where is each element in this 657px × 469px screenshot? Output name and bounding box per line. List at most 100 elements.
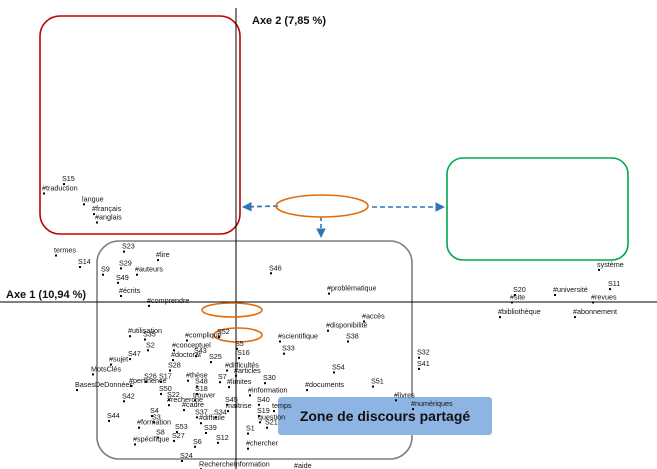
point-pertinence: #pertinence bbox=[129, 376, 167, 388]
point-label: S45 bbox=[225, 395, 238, 404]
point-s14: S14 bbox=[78, 257, 91, 268]
point-marker bbox=[196, 385, 198, 388]
point-complique: #compliqué bbox=[185, 331, 222, 342]
point-marker bbox=[574, 316, 576, 319]
point-label: S24 bbox=[180, 451, 193, 460]
point-s45: S45 bbox=[225, 395, 238, 406]
point-s2: S2 bbox=[146, 340, 155, 352]
point-acces: #accès bbox=[362, 312, 385, 323]
point-label: #spécifique bbox=[133, 434, 169, 443]
point-marker bbox=[123, 400, 125, 403]
point-label: #écrits bbox=[119, 286, 141, 295]
point-s18: S18 bbox=[195, 384, 208, 395]
point-marker bbox=[418, 356, 420, 359]
point-ecrits: #écrits bbox=[119, 286, 141, 297]
point-s16: S16 bbox=[237, 348, 250, 360]
point-s35: S35 bbox=[143, 330, 156, 341]
point-marker bbox=[83, 203, 85, 206]
point-s44: S44 bbox=[107, 411, 120, 422]
point-marker bbox=[176, 431, 178, 434]
point-label: S29 bbox=[119, 258, 132, 267]
point-marker bbox=[43, 192, 45, 195]
point-s33: S33 bbox=[282, 344, 295, 355]
point-s22: S22 bbox=[167, 390, 180, 401]
point-label: #livres bbox=[394, 390, 415, 399]
point-s34: S34 bbox=[214, 407, 227, 419]
point-marker bbox=[499, 316, 501, 319]
point-label: #numériques bbox=[411, 399, 453, 408]
point-marker bbox=[219, 381, 221, 384]
point-motscles: MotsClés bbox=[91, 364, 121, 376]
point-sujet: #sujet bbox=[109, 355, 128, 366]
point-label: S40 bbox=[257, 395, 270, 404]
point-s42: S42 bbox=[122, 391, 135, 403]
point-marker bbox=[195, 355, 197, 358]
point-label: termes bbox=[54, 246, 76, 255]
point-utilisation: #utilisation bbox=[128, 326, 162, 338]
point-marker bbox=[92, 373, 94, 376]
point-specifique: #spécifique bbox=[133, 434, 169, 446]
point-marker bbox=[283, 352, 285, 355]
point-label: #problématique bbox=[327, 284, 377, 293]
left-arrow bbox=[242, 201, 279, 212]
point-label: #utilisation bbox=[128, 326, 162, 335]
point-s1: S1 bbox=[246, 424, 255, 435]
point-label: S46 bbox=[269, 263, 282, 272]
point-langue: langue bbox=[82, 194, 104, 206]
point-marker bbox=[129, 358, 131, 361]
point-aide: #aide bbox=[294, 461, 312, 469]
point-label: S52 bbox=[217, 327, 230, 336]
point-marker bbox=[328, 292, 330, 295]
point-marker bbox=[592, 301, 594, 304]
point-label: S48 bbox=[195, 377, 208, 386]
y-axis-title: Axe 2 (7,85 %) bbox=[252, 15, 326, 27]
point-marker bbox=[258, 403, 260, 406]
point-marker bbox=[327, 329, 329, 332]
point-label: #français bbox=[92, 204, 122, 213]
point-marker bbox=[395, 399, 397, 402]
point-s40: S40 bbox=[257, 395, 270, 406]
point-marker bbox=[138, 426, 140, 429]
point-revues: #revues bbox=[591, 292, 617, 304]
point-francais: #français bbox=[92, 204, 122, 216]
point-marker bbox=[145, 380, 147, 383]
point-label: S38 bbox=[346, 332, 359, 341]
point-marker bbox=[247, 447, 249, 450]
point-label: trouver bbox=[193, 390, 216, 399]
point-limites: #limites bbox=[227, 377, 252, 389]
shared-zone-box bbox=[96, 240, 413, 460]
point-label: S49 bbox=[116, 273, 129, 282]
point-label: S21 bbox=[265, 418, 278, 427]
point-marker bbox=[418, 367, 420, 370]
right-cluster-box bbox=[446, 157, 629, 261]
point-anglais: #anglais bbox=[95, 213, 122, 224]
upper-left-cluster-box bbox=[39, 15, 241, 235]
limites-highlight-ellipse bbox=[213, 327, 263, 343]
point-s4: S4 bbox=[150, 406, 159, 417]
point-marker bbox=[196, 393, 198, 395]
point-marker bbox=[196, 416, 198, 419]
point-marker bbox=[306, 389, 308, 392]
point-articles: #articles bbox=[234, 366, 261, 377]
point-rechercheinformation: RechercheInformation bbox=[199, 459, 270, 469]
point-label: #information bbox=[248, 385, 288, 394]
point-bibliotheque: #bibliothèque bbox=[498, 307, 541, 319]
point-universite: #université bbox=[553, 285, 588, 296]
point-label: S12 bbox=[216, 433, 229, 442]
point-basesdedonnees: BasesDeDonnées bbox=[75, 380, 133, 392]
point-label: #traduction bbox=[42, 184, 78, 193]
point-marker bbox=[270, 272, 272, 275]
point-termes: termes bbox=[54, 246, 76, 257]
point-label: #abonnement bbox=[573, 307, 617, 316]
point-label: S1 bbox=[246, 424, 255, 433]
point-label: S8 bbox=[156, 428, 165, 437]
point-marker bbox=[79, 266, 81, 268]
point-marker bbox=[76, 389, 78, 392]
point-s6: S6 bbox=[193, 437, 202, 448]
point-marker bbox=[187, 379, 189, 382]
point-label: S19 bbox=[257, 406, 270, 415]
point-question: question bbox=[258, 412, 285, 424]
point-scientifique: #scientifique bbox=[278, 332, 318, 343]
point-marker bbox=[96, 221, 98, 224]
